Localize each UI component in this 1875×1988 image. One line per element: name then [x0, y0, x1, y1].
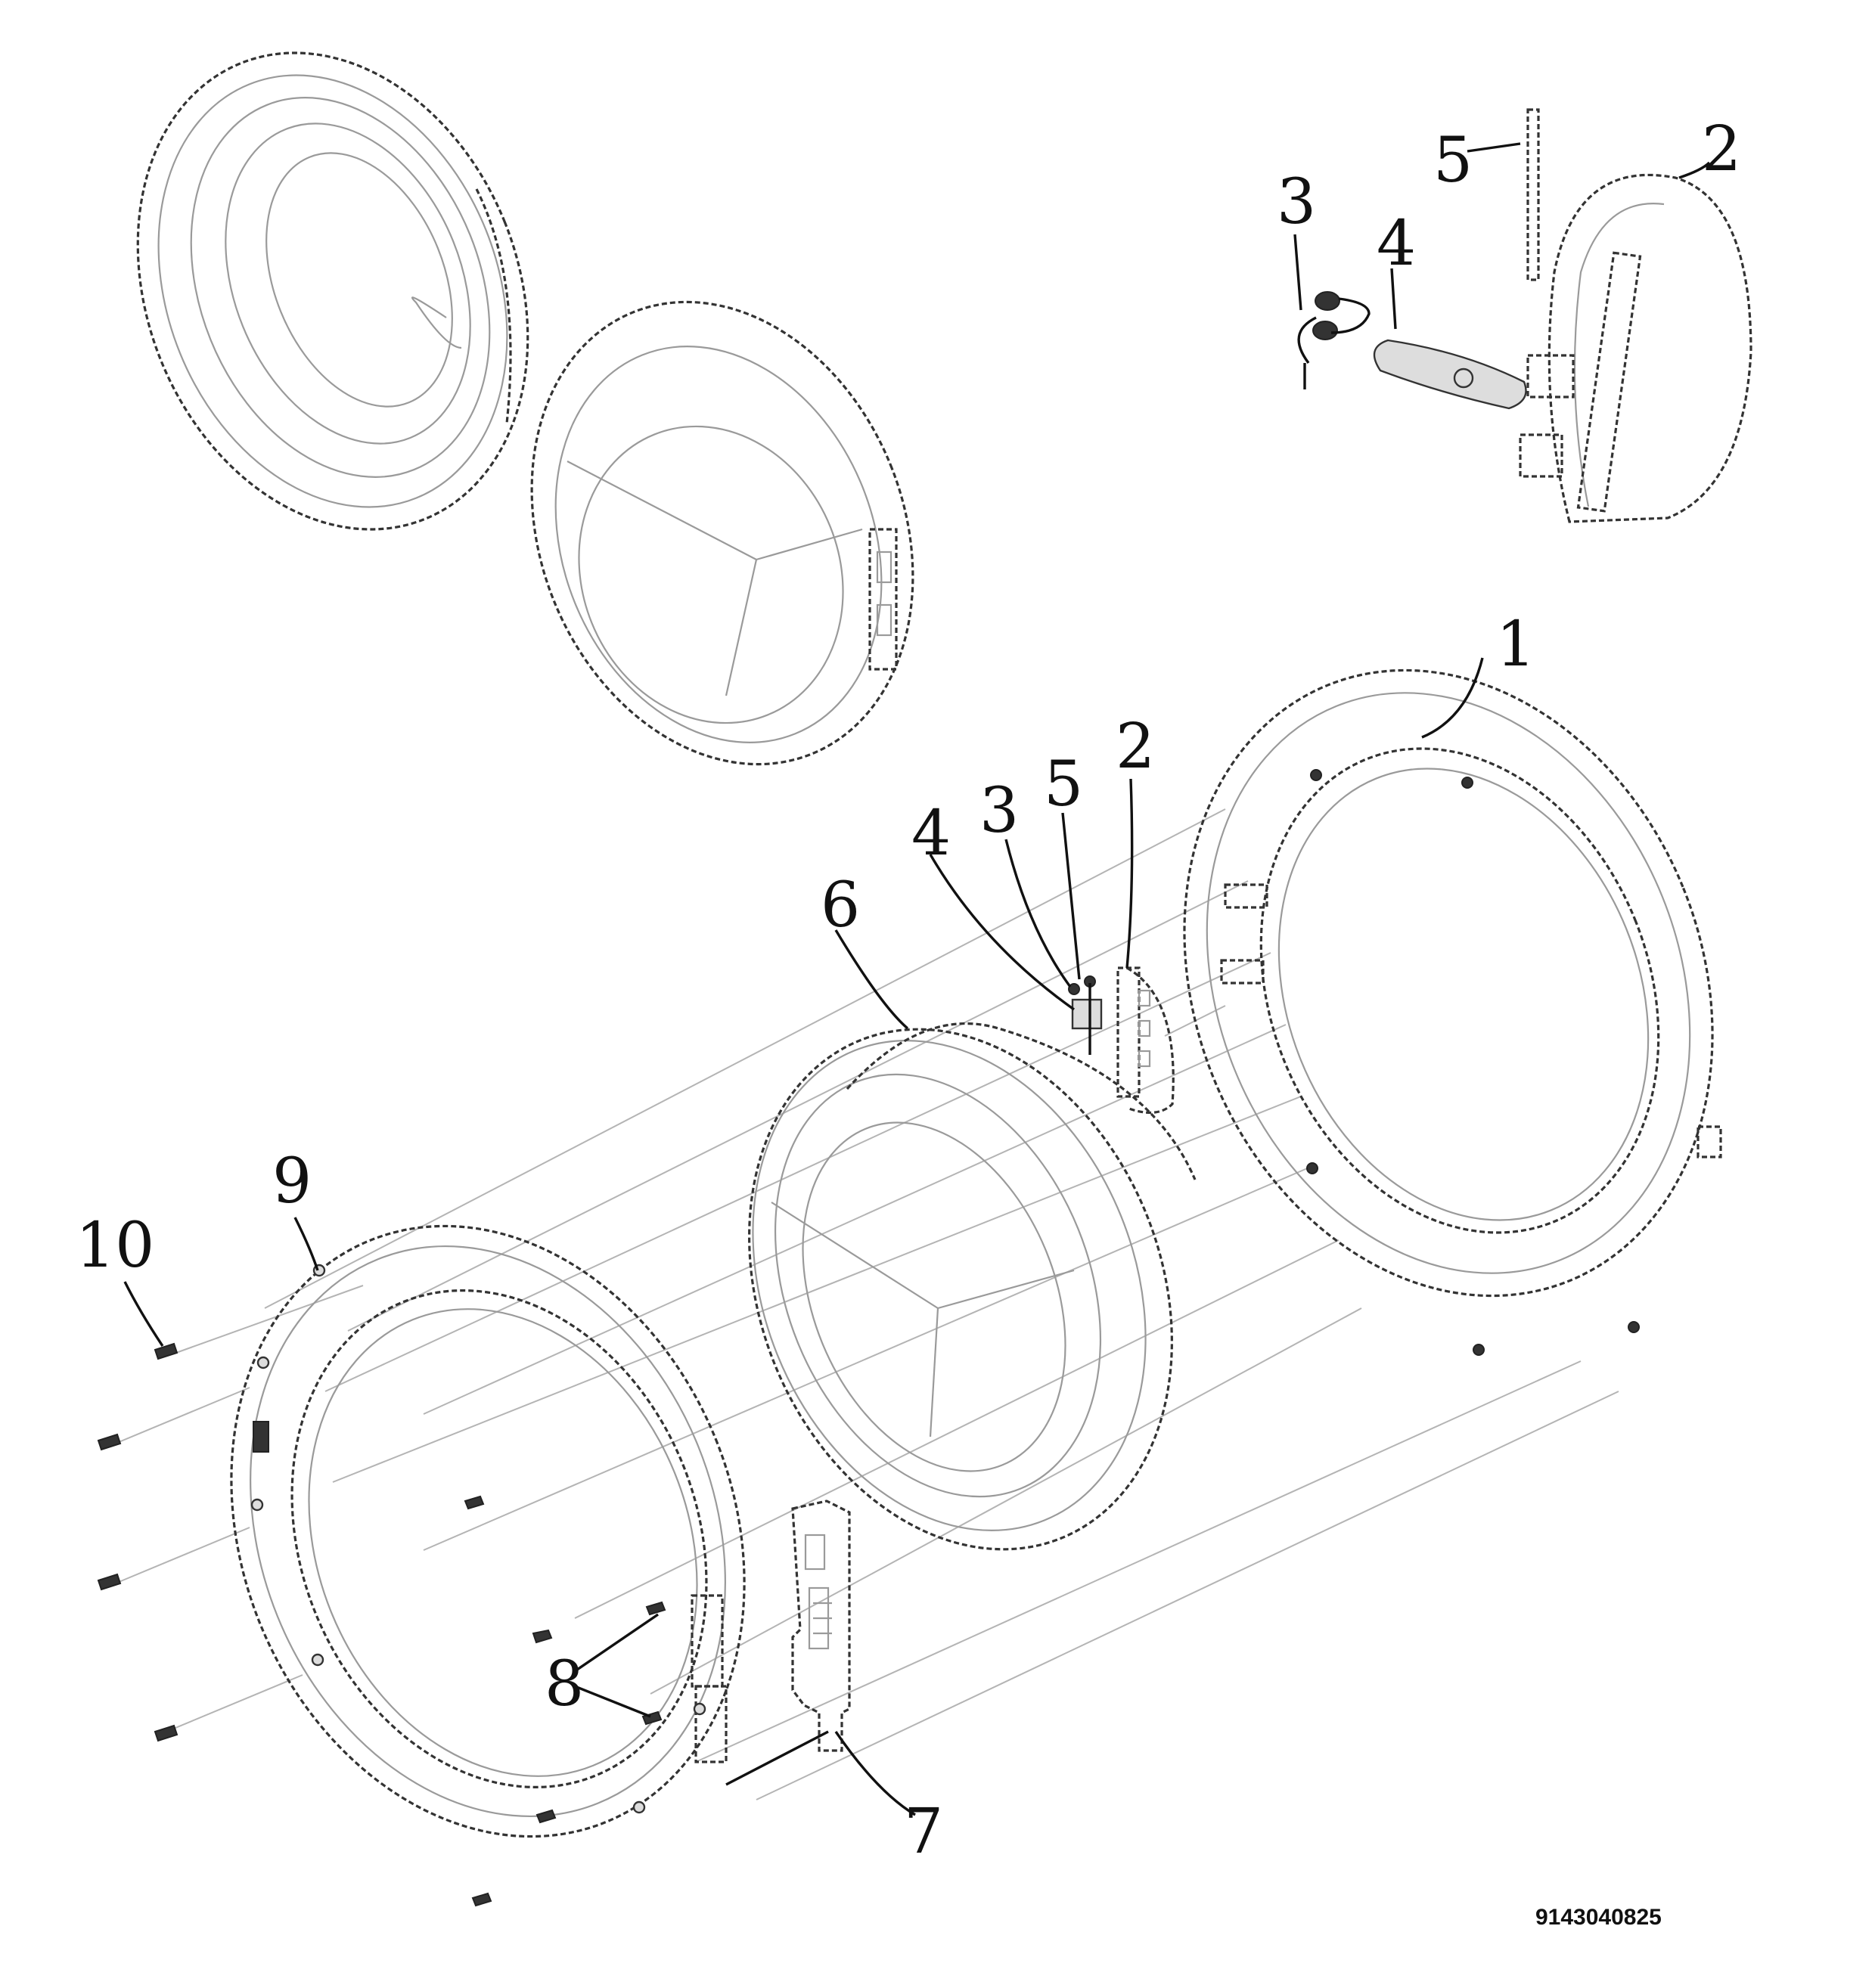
hinge-detail-group [1297, 108, 1752, 523]
callout-2-top: 2 [1702, 113, 1741, 185]
callout-8: 8 [545, 1648, 584, 1720]
callout-3-top: 3 [1277, 166, 1316, 238]
leader-lines [123, 142, 1711, 1816]
assembly-lines [113, 808, 1619, 1800]
callout-1: 1 [1496, 609, 1535, 681]
hinge-pin [1526, 108, 1540, 281]
part-10-frame-screws [97, 1342, 178, 1742]
part-9-outer-door-frame [230, 1224, 746, 1838]
document-number: 9143040825 [1535, 1905, 1662, 1930]
door-glass-alt-view [530, 300, 914, 766]
hinge-spring [1297, 291, 1371, 389]
callout-2-center: 2 [1116, 711, 1155, 783]
callout-10: 10 [76, 1210, 154, 1282]
callout-5-center: 5 [1044, 749, 1083, 820]
callout-labels: 1 2 2 3 3 4 4 5 5 6 7 8 9 10 9143040825 [76, 113, 1741, 1930]
part-2-hinge-assembly [1068, 966, 1175, 1115]
door-frame-alt-view [136, 51, 529, 531]
part-8-screws [464, 1495, 666, 1907]
hinge-lever [1373, 339, 1527, 410]
callout-9: 9 [272, 1146, 312, 1217]
callout-4-center: 4 [911, 798, 951, 870]
callout-4-top: 4 [1377, 208, 1416, 280]
part-1-inner-door-frame [1183, 668, 1722, 1356]
part-7-door-catch [791, 1500, 851, 1752]
hinge-cover [1547, 173, 1752, 523]
callout-5-top: 5 [1433, 125, 1473, 197]
callout-7: 7 [904, 1796, 943, 1868]
part-6-door-glass [748, 1022, 1197, 1551]
callout-6: 6 [821, 870, 860, 941]
callout-3-center: 3 [979, 775, 1019, 847]
